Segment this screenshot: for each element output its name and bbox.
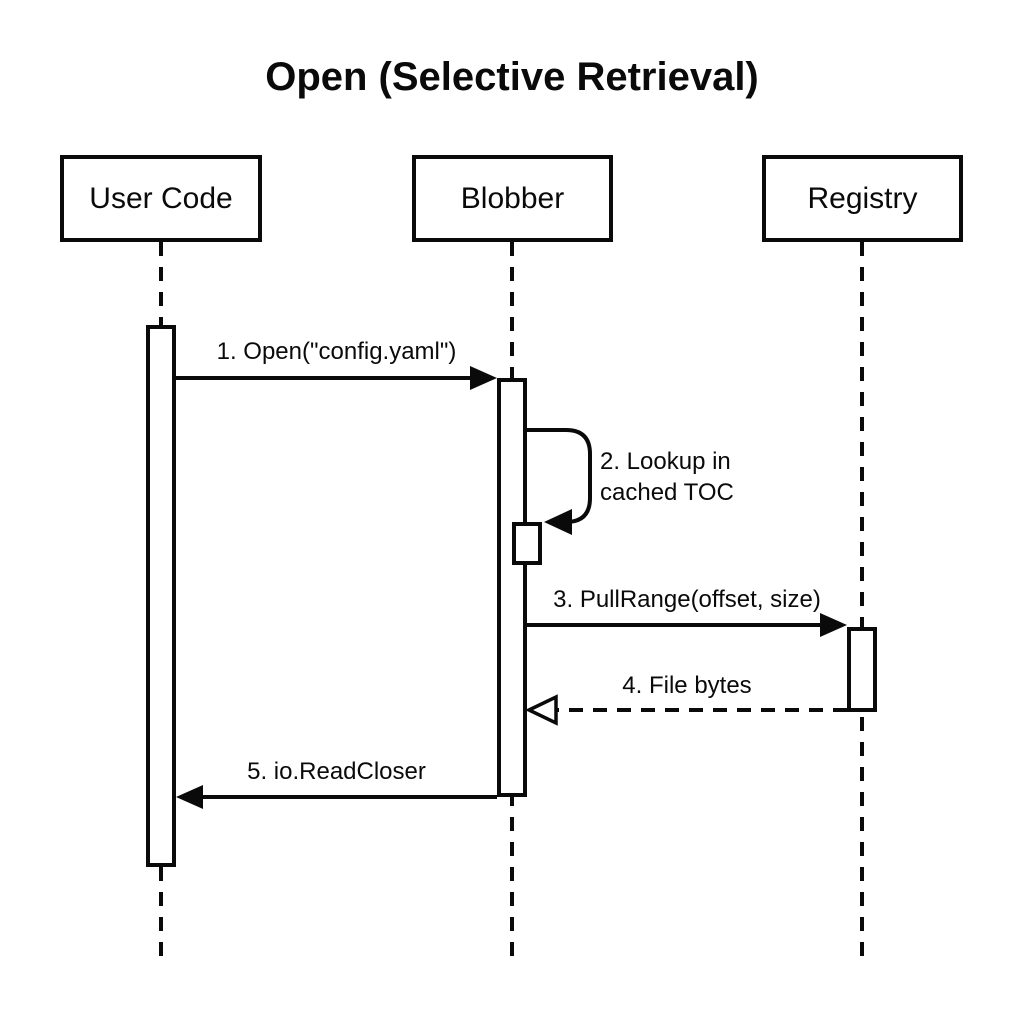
message-2-line <box>527 428 592 524</box>
activation-bar-registry <box>847 627 877 712</box>
message-2-arrowhead <box>544 509 572 535</box>
participant-label-user-code: User Code <box>89 181 233 215</box>
message-4-arrow <box>524 694 847 726</box>
activation-bar-blobber-nested <box>512 522 542 565</box>
message-2-label: 2. Lookup in cached TOC <box>600 446 734 508</box>
message-3-arrowhead <box>820 613 847 637</box>
message-2-self-loop <box>512 428 592 565</box>
message-5-arrowhead <box>176 785 203 809</box>
message-5-arrow <box>176 785 497 809</box>
message-4-label: 4. File bytes <box>622 672 752 699</box>
message-5-label: 5. io.ReadCloser <box>247 758 426 785</box>
message-3-label: 3. PullRange(offset, size) <box>553 586 821 613</box>
diagram-title: Open (Selective Retrieval) <box>265 55 759 99</box>
activation-bar-user-code <box>146 325 176 867</box>
participant-label-registry: Registry <box>807 181 918 215</box>
message-1-arrowhead <box>470 366 497 390</box>
activation-bar-blobber <box>497 378 527 797</box>
message-1-label: 1. Open("config.yaml") <box>216 338 457 365</box>
participant-box-blobber: Blobber <box>412 155 613 242</box>
message-4-arrowhead <box>524 694 558 726</box>
participant-box-user-code: User Code <box>60 155 262 242</box>
message-2-label-line-2: cached TOC <box>600 479 734 506</box>
message-2-label-line-1: 2. Lookup in <box>600 448 731 475</box>
message-3-arrow <box>527 613 847 637</box>
participant-label-blobber: Blobber <box>460 181 565 215</box>
message-1-arrow <box>176 366 497 390</box>
participant-box-registry: Registry <box>762 155 963 242</box>
